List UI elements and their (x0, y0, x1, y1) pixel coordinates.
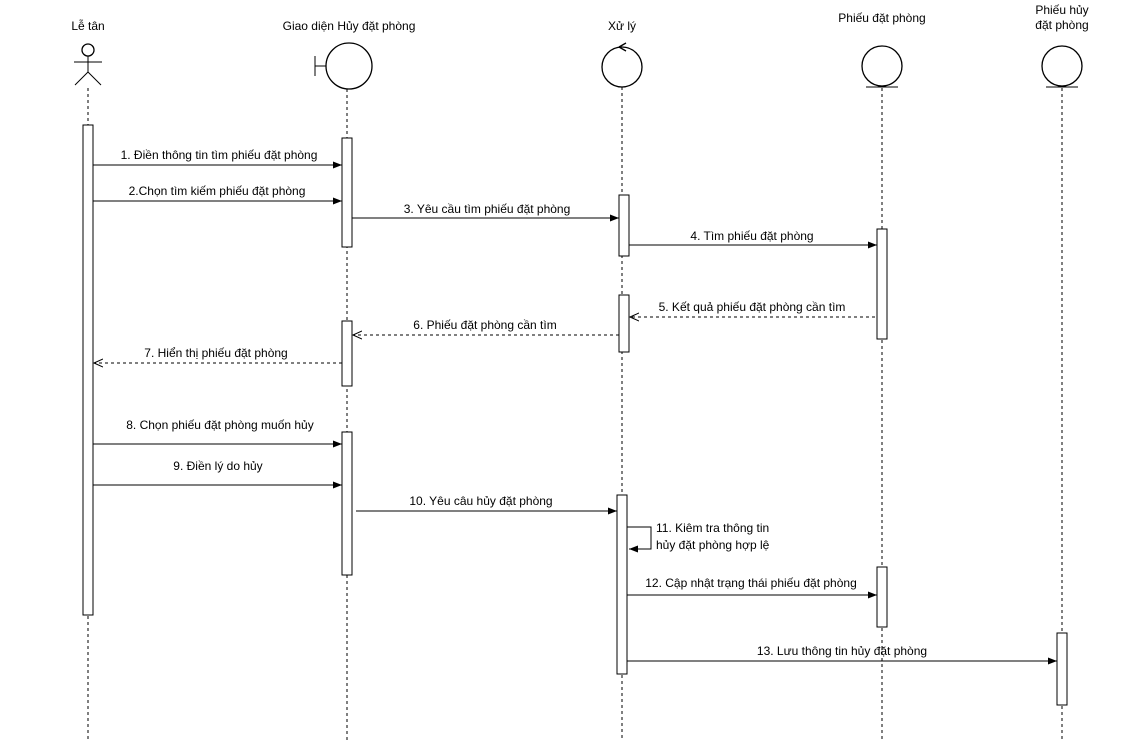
message-label: 8. Chọn phiếu đặt phòng muốn hủy (126, 418, 313, 432)
entity-icon (861, 45, 903, 88)
activation-bar-giao-dien (341, 320, 353, 387)
message-2: 2.Chọn tìm kiếm phiếu đặt phòng (93, 184, 342, 205)
message-label: 10. Yêu câu hủy đặt phòng (409, 494, 552, 508)
activation-bar-giao-dien (341, 431, 353, 576)
actor-icon (74, 43, 102, 86)
message-label: 1. Điền thông tin tìm phiếu đặt phòng (121, 148, 318, 162)
activation-bar-phieu-dat-phong (876, 566, 888, 628)
activation-bar-phieu-huy (1056, 632, 1068, 706)
message-6: 6. Phiếu đặt phòng cần tìm (353, 318, 619, 335)
activation-bar-xu-ly (618, 294, 630, 353)
message-label: 9. Điền lý do hủy (173, 459, 262, 473)
lifeline-label-xu-ly: Xử lý (608, 19, 636, 33)
message-label: 13. Lưu thông tin hủy đặt phòng (757, 644, 927, 658)
message-11-self-call: 11. Kiêm tra thông tin hủy đặt phòng hợp… (627, 521, 770, 553)
message-5: 5. Kết quả phiếu đặt phòng cần tìm (630, 300, 875, 317)
lifeline-label-phieu-dat-phong: Phiếu đặt phòng (838, 11, 925, 25)
message-4: 4. Tìm phiếu đặt phòng (629, 229, 877, 249)
lifeline-label-le-tan: Lễ tân (71, 18, 104, 33)
message-label-line2: hủy đặt phòng hợp lệ (656, 538, 770, 552)
lifeline-label-phieu-huy-line2: đặt phòng (1035, 18, 1088, 32)
activation-bar-xu-ly (618, 194, 630, 257)
message-label: 5. Kết quả phiếu đặt phòng cần tìm (659, 300, 846, 314)
message-label: 4. Tìm phiếu đặt phòng (690, 229, 813, 243)
activation-bar-xu-ly (616, 494, 628, 675)
message-label: 12. Cập nhật trạng thái phiếu đặt phòng (645, 576, 857, 590)
message-9: 9. Điền lý do hủy (93, 459, 342, 489)
message-13: 13. Lưu thông tin hủy đặt phòng (627, 644, 1057, 665)
activation-bar-phieu-dat-phong (876, 228, 888, 340)
message-arrow (627, 526, 652, 553)
lifeline-phieu-dat-phong: Phiếu đặt phòng (838, 11, 926, 740)
activation-bar-giao-dien (341, 137, 353, 248)
message-1: 1. Điền thông tin tìm phiếu đặt phòng (93, 148, 342, 169)
entity-icon (1041, 45, 1083, 88)
message-3: 3. Yêu cầu tìm phiếu đặt phòng (352, 202, 619, 222)
message-label: 7. Hiển thị phiếu đặt phòng (144, 346, 287, 360)
boundary-icon (314, 42, 373, 90)
message-7: 7. Hiển thị phiếu đặt phòng (94, 346, 342, 363)
message-label: 2.Chọn tìm kiếm phiếu đặt phòng (129, 184, 306, 198)
lifeline-label-phieu-huy-line1: Phiếu hủy (1035, 3, 1088, 17)
message-label: 6. Phiếu đặt phòng cần tìm (413, 318, 556, 332)
lifeline-label-giao-dien: Giao diện Hủy đặt phòng (283, 19, 416, 33)
message-8: 8. Chọn phiếu đặt phòng muốn hủy (93, 418, 342, 448)
lifeline-phieu-huy-dat-phong: Phiếu hủy đặt phòng (1035, 3, 1089, 740)
activation-bar-le-tan (82, 124, 94, 616)
message-10: 10. Yêu câu hủy đặt phòng (356, 494, 617, 515)
message-label-line1: 11. Kiêm tra thông tin (656, 521, 769, 535)
message-12: 12. Cập nhật trạng thái phiếu đặt phòng (627, 576, 877, 599)
control-icon (601, 42, 643, 88)
message-label: 3. Yêu cầu tìm phiếu đặt phòng (404, 202, 571, 216)
